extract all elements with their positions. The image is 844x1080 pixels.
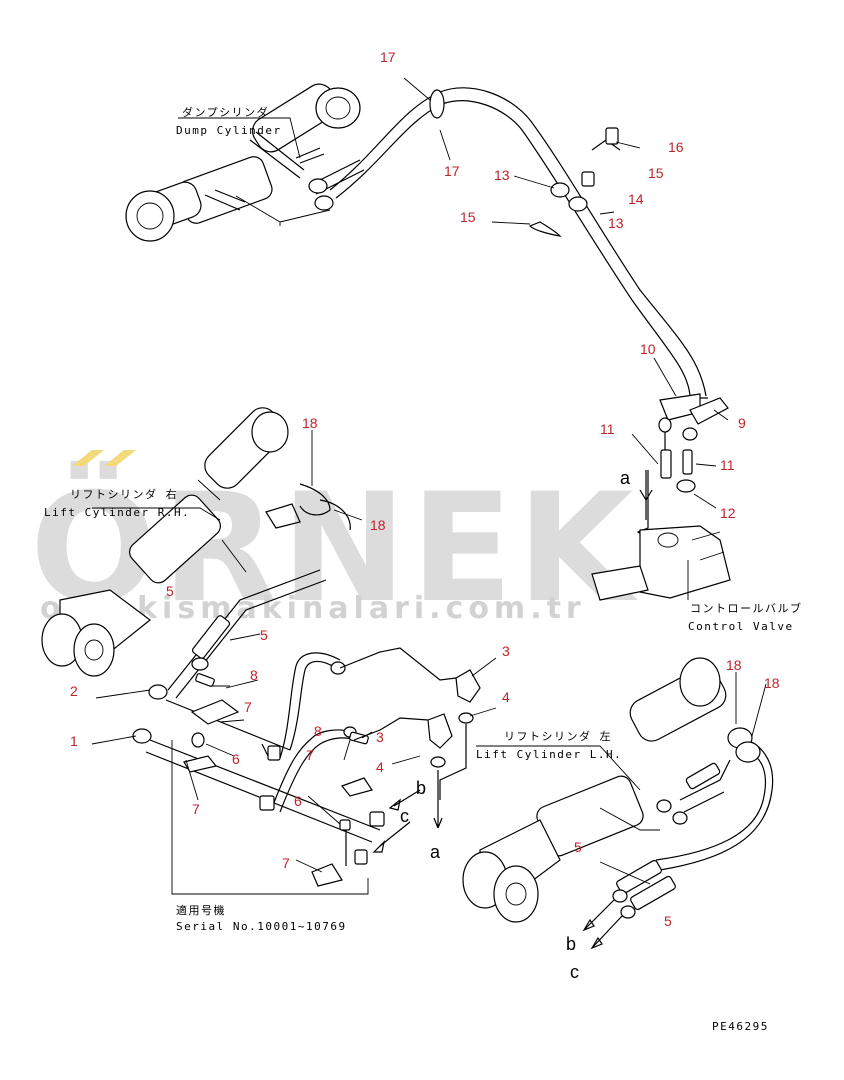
- part-number: 18: [302, 415, 318, 431]
- dump-cylinder-label-jp: ダンプシリンダ: [182, 105, 269, 119]
- serial-bracket: [171, 740, 369, 895]
- connection-letter: b: [566, 934, 576, 954]
- connection-letter: b: [416, 778, 426, 798]
- part-number: 17: [380, 49, 396, 65]
- part-number: 12: [720, 505, 736, 521]
- lift-piping: [132, 569, 481, 887]
- part-number: 17: [444, 163, 460, 179]
- lift-cylinder-rh-label-en: Lift Cylinder R.H.: [44, 506, 190, 519]
- part-number: 6: [232, 751, 240, 767]
- serial-label-jp: 適用号機: [176, 903, 226, 917]
- part-number: 2: [70, 683, 78, 699]
- connection-letter: c: [400, 806, 409, 826]
- part-number: 5: [574, 839, 582, 855]
- connection-letter: c: [570, 962, 579, 982]
- part-number: 13: [494, 167, 510, 183]
- lift-cylinder-rh: [41, 407, 351, 677]
- part-number: 8: [314, 723, 322, 739]
- part-number: 15: [460, 209, 476, 225]
- control-valve-label-en: Control Valve: [688, 620, 794, 633]
- part-number: 15: [648, 165, 664, 181]
- serial-label-en: Serial No.10001~10769: [176, 920, 347, 933]
- part-number: 7: [306, 747, 314, 763]
- part-number: 18: [726, 657, 742, 673]
- connection-letter: a: [430, 842, 441, 862]
- upper-pipe: [329, 77, 708, 399]
- lift-cylinder-lh-label-jp: リフトシリンダ 左: [504, 729, 612, 743]
- part-number: 16: [668, 139, 684, 155]
- part-number: 18: [764, 675, 780, 691]
- part-number: 8: [250, 667, 258, 683]
- connection-letter: a: [620, 468, 631, 488]
- dump-cylinder: [125, 83, 365, 242]
- lift-cylinder-lh: [462, 657, 774, 950]
- part-number: 11: [600, 421, 615, 437]
- part-number: 1: [70, 733, 78, 749]
- watermark-accent-mark: [104, 450, 136, 466]
- lift-cylinder-rh-label-jp: リフトシリンダ 右: [70, 487, 178, 501]
- part-number: 3: [376, 729, 384, 745]
- part-number: 4: [376, 759, 384, 775]
- part-number: 5: [260, 627, 268, 643]
- part-number: 6: [294, 793, 302, 809]
- part-number: 14: [628, 191, 644, 207]
- part-number: 9: [738, 415, 746, 431]
- lift-cylinder-lh-label-en: Lift Cylinder L.H.: [476, 748, 622, 761]
- label-leaders: [91, 117, 767, 873]
- watermark-accent-mark: [72, 450, 104, 466]
- part-number: 4: [502, 689, 510, 705]
- part-number: 13: [608, 215, 624, 231]
- drawing-code: PE46295: [712, 1020, 769, 1033]
- part-number: 7: [244, 699, 252, 715]
- part-number: 7: [192, 801, 200, 817]
- control-valve-label-jp: コントロールバルブ: [690, 601, 803, 615]
- part-number: 5: [664, 913, 672, 929]
- control-valve: [591, 393, 731, 601]
- part-number: 18: [370, 517, 386, 533]
- dump-cylinder-label-en: Dump Cylinder: [176, 124, 282, 137]
- part-number: 11: [720, 457, 735, 473]
- part-number: 7: [282, 855, 290, 871]
- part-number: 10: [640, 341, 656, 357]
- part-number: 3: [502, 643, 510, 659]
- part-number: 5: [166, 583, 174, 599]
